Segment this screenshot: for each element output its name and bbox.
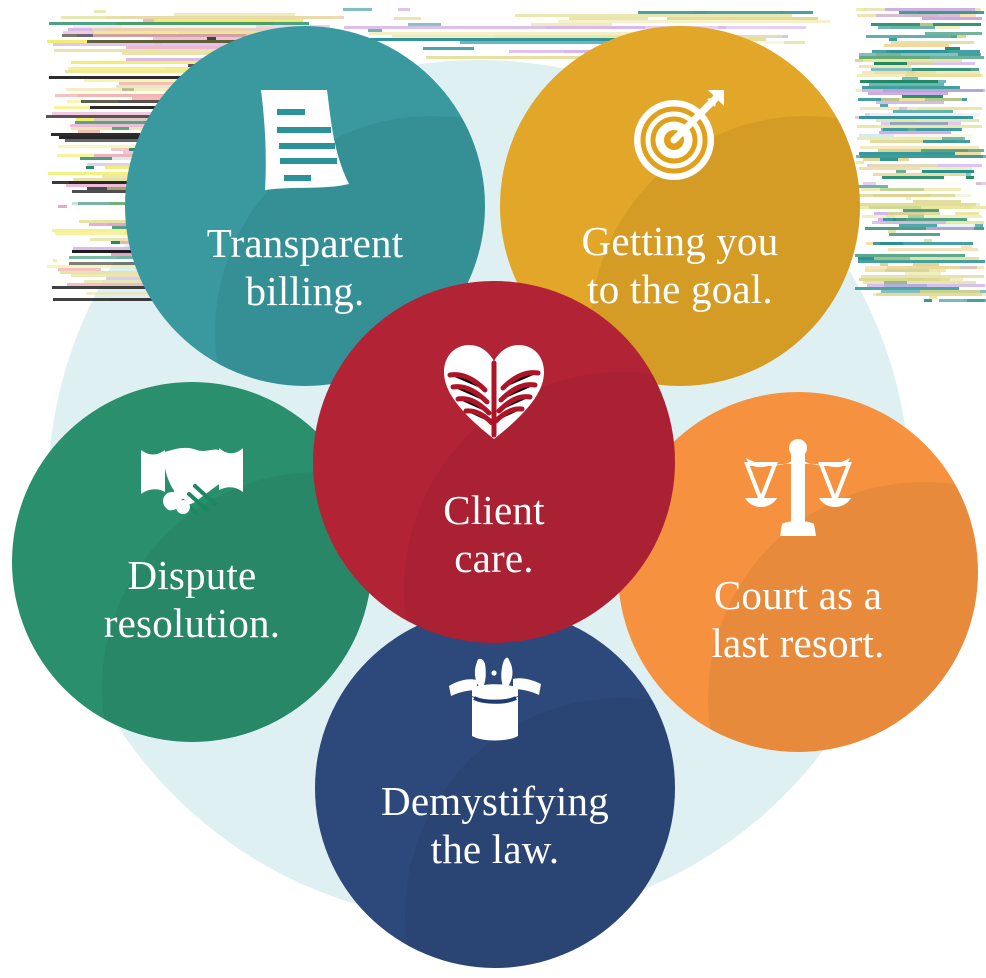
petal-demystifying-the-law[interactable]: Demystifying the law. (315, 608, 675, 968)
hands-heart-icon (442, 343, 546, 443)
petal-label: Court as a last resort. (711, 572, 885, 666)
glitch-artifact-right (855, 8, 986, 304)
petal-label: Getting you to the goal. (581, 218, 779, 312)
handshake-icon (139, 444, 245, 520)
petal-label: Dispute resolution. (103, 552, 281, 646)
petal-label: Demystifying the law. (381, 778, 609, 872)
magic-top-hat-icon (447, 656, 543, 750)
sheen-overlay (313, 281, 675, 643)
petal-label: Transparent billing. (206, 220, 404, 314)
document-page-icon (253, 86, 357, 194)
center-label: Client care. (443, 487, 545, 581)
center-client-care[interactable]: Client care. (313, 281, 675, 643)
target-arrow-icon (630, 84, 730, 184)
scales-of-justice-icon (742, 438, 854, 542)
